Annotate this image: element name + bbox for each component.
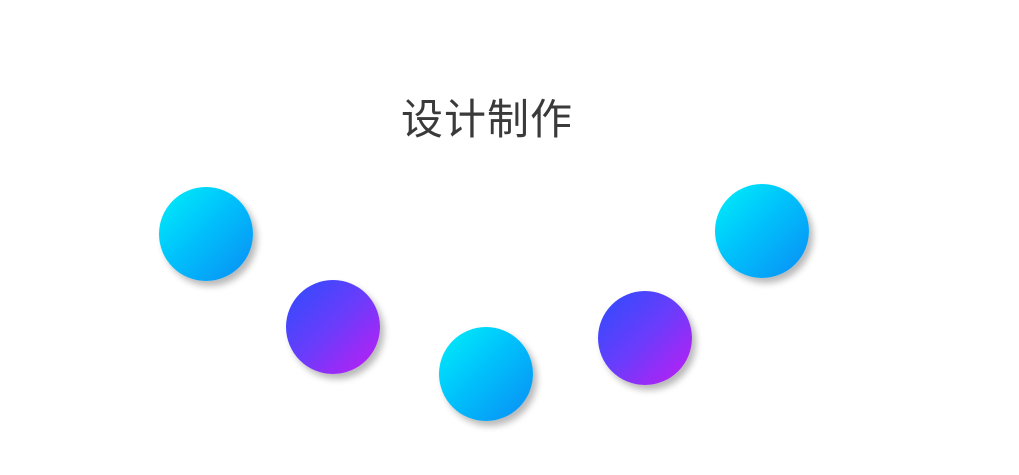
cyan-circle (159, 187, 253, 281)
violet-circle (598, 291, 692, 385)
violet-circle (286, 280, 380, 374)
cyan-circle (439, 327, 533, 421)
page-title: 设计制作 (400, 95, 573, 144)
cyan-circle (715, 184, 809, 278)
